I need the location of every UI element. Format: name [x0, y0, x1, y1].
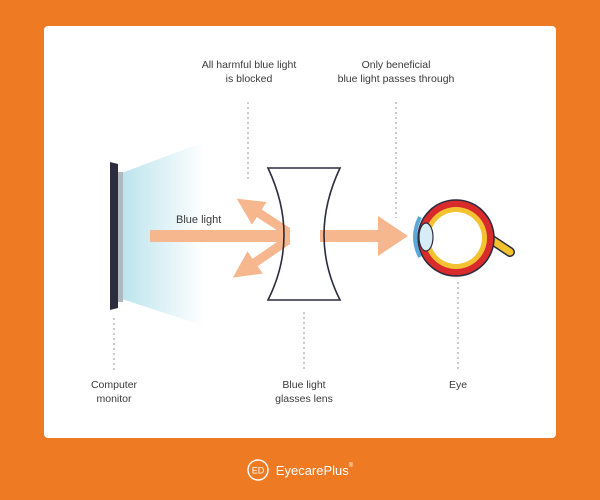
- brand-name: EyecarePlus®: [275, 462, 354, 478]
- eye-icon: [413, 199, 515, 277]
- diagram-canvas: [110, 102, 515, 372]
- label-beneficial-passes: Only beneficial blue light passes throug…: [337, 59, 455, 85]
- label-blue-light: Blue light: [176, 214, 222, 226]
- lens-icon: [266, 167, 342, 301]
- passing-beam: [320, 216, 408, 256]
- footer-logo: ED EyecarePlus®: [0, 452, 600, 488]
- leader-lines: [113, 102, 459, 372]
- blue-light-beam: [150, 230, 290, 242]
- diagram-card: All harmful blue light is blocked Only b…: [44, 26, 556, 438]
- label-harmful-blocked: All harmful blue light is blocked: [201, 59, 297, 85]
- eyecareplus-logo-icon: ED: [247, 459, 269, 481]
- label-glasses-lens: Blue light glasses lens: [275, 379, 333, 405]
- logo-mark-text: ED: [252, 466, 265, 476]
- deflected-rays: [232, 198, 291, 278]
- label-eye: Eye: [448, 379, 468, 391]
- label-computer-monitor: Computer monitor: [90, 379, 138, 405]
- computer-monitor-icon: [110, 162, 123, 310]
